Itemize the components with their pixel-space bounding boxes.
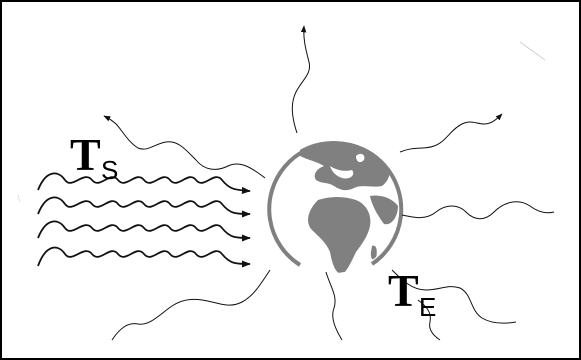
incoming-wave-4 [37,246,251,268]
ray-bottom-right-2 [417,299,441,341]
incoming-wave-3 [37,220,251,242]
ray-top [291,25,311,134]
earth-globe-icon [267,141,404,273]
ray-right [401,201,555,220]
ray-top-right [399,113,503,153]
incoming-wave-2 [37,196,251,218]
land-madagascar [370,245,377,260]
ray-bottom [325,271,343,341]
outgoing-earth-radiation [103,25,555,341]
ray-bottom-left [111,269,271,341]
land-africa [308,197,371,273]
label-sun-subscript: S [101,155,118,185]
globe-outline [267,141,404,267]
incoming-wave-1 [37,172,251,195]
ray-top-left [103,115,266,179]
sea-detail [356,153,365,163]
label-earth-t: T [388,265,419,316]
land-arabia [370,195,398,225]
label-sun-t: T [70,129,101,180]
faint-mark [17,194,21,203]
ray-bottom-right [391,269,517,324]
faint-mark [519,41,546,61]
sea-detail [330,166,354,179]
incoming-solar-radiation [37,172,251,268]
earth-temperature-label: T E [388,265,436,322]
sun-temperature-label: T S [70,129,118,185]
label-earth-subscript: E [419,292,436,322]
